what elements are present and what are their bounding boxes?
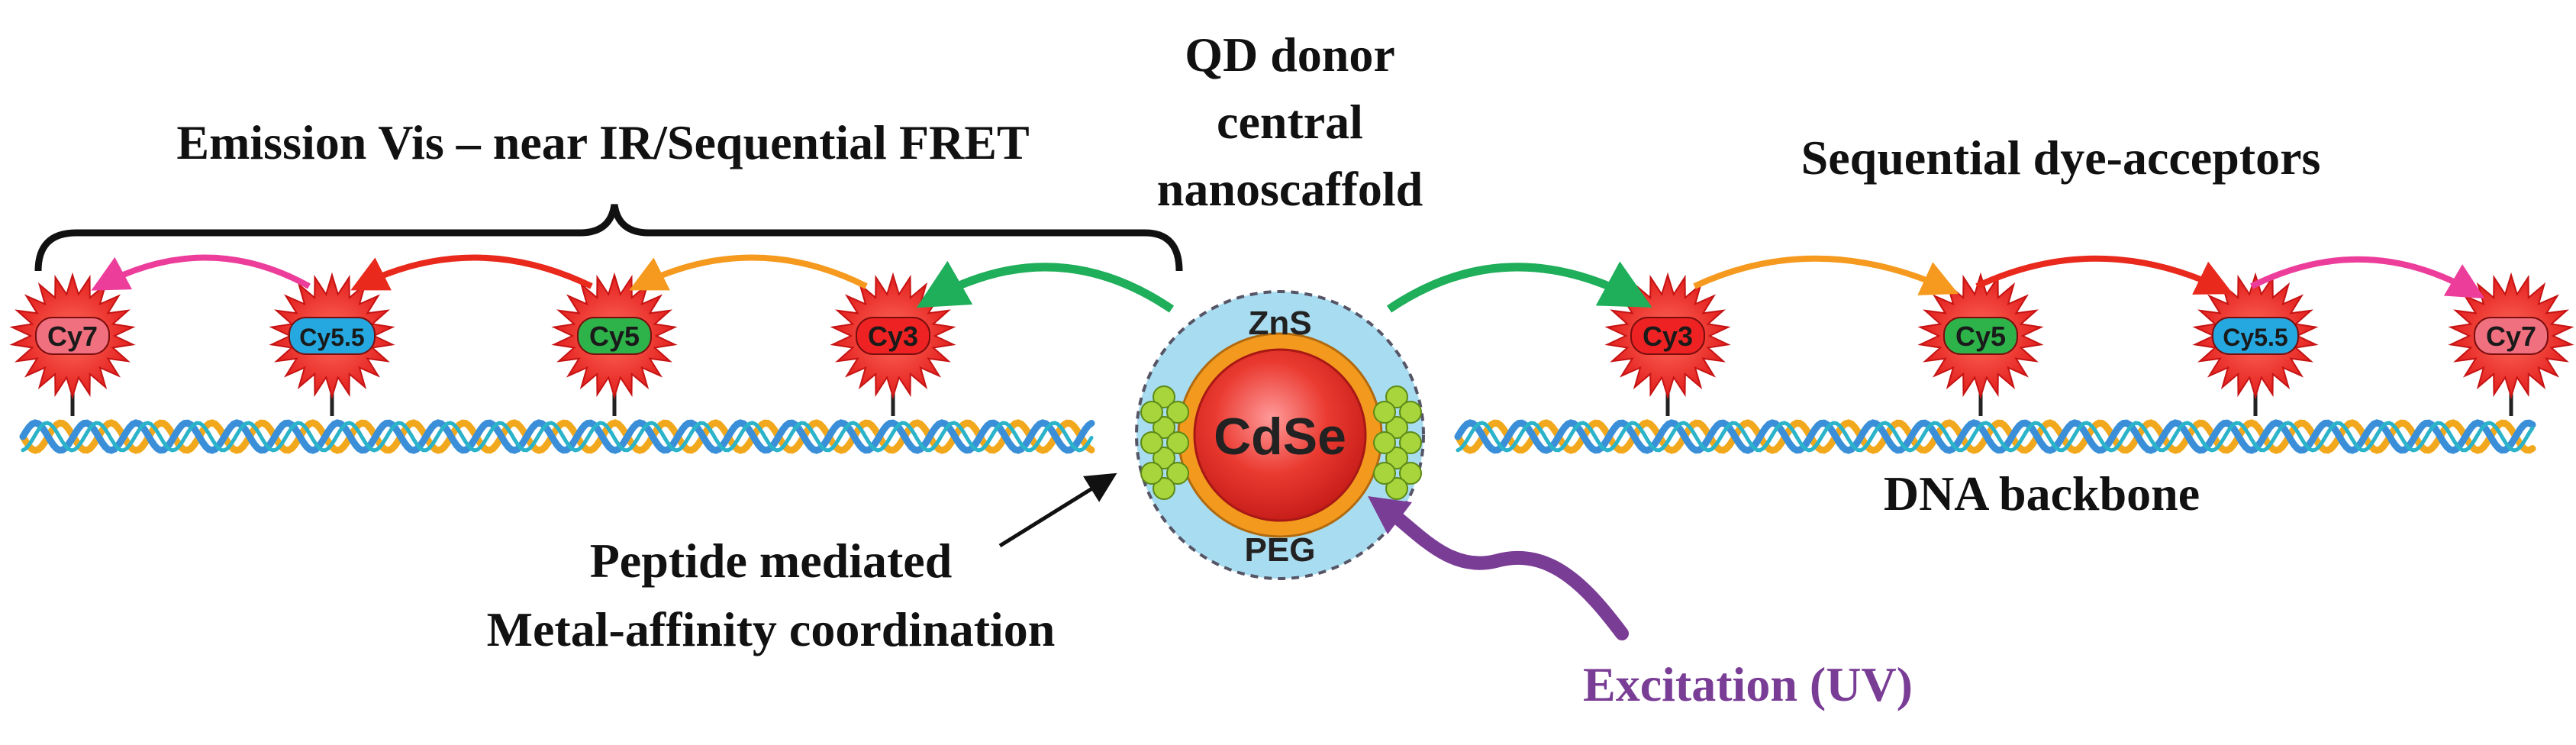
dye-label: Cy7 bbox=[2486, 321, 2536, 352]
excitation-arrowhead bbox=[1368, 496, 1412, 534]
fret-arrow-cy55-to-cy7-left bbox=[91, 254, 311, 291]
peptide-bead bbox=[1166, 401, 1189, 424]
qd-title-line-3: nanoscaffold bbox=[1156, 162, 1423, 216]
peptide-bead bbox=[1153, 447, 1175, 469]
dye-right-cy7: Cy7 bbox=[2448, 272, 2574, 416]
quantum-dot: CdSe ZnS PEG bbox=[1135, 290, 1425, 580]
peptide-bead bbox=[1385, 385, 1408, 408]
qd-title-line-2: central bbox=[1217, 95, 1363, 149]
peptide-pointer-arrow bbox=[998, 472, 1117, 548]
excitation-label: Excitation (UV) bbox=[1583, 657, 1913, 711]
qd-title-line-1: QD donor bbox=[1185, 27, 1395, 82]
dye-left-cy5: Cy5 bbox=[551, 272, 678, 416]
peptide-bead bbox=[1399, 462, 1422, 485]
peptide-bead bbox=[1399, 401, 1422, 424]
peptide-bead bbox=[1153, 385, 1175, 408]
peptide-label: Peptide mediated Metal-affinity coordina… bbox=[397, 527, 1145, 664]
dye-pill bbox=[35, 317, 110, 355]
peptide-bead bbox=[1166, 431, 1189, 454]
peptide-bead bbox=[1140, 431, 1163, 454]
peptide-bead bbox=[1385, 416, 1408, 439]
peptide-bead bbox=[1373, 401, 1396, 424]
qd-donor-title: QD donor central nanoscaffold bbox=[1099, 21, 1481, 223]
peptide-bead bbox=[1399, 431, 1422, 454]
dye-label: Cy3 bbox=[1643, 321, 1693, 352]
dye-pill bbox=[1943, 317, 2018, 355]
peptide-line-2: Metal-affinity coordination bbox=[486, 602, 1056, 656]
emission-bracket bbox=[34, 204, 1183, 272]
dna-backbone-label: DNA backbone bbox=[1883, 466, 2200, 521]
dye-label: Cy7 bbox=[47, 321, 98, 352]
fret-arrow-cy5-to-cy55-right bbox=[1975, 255, 2233, 295]
peptide-bead bbox=[1140, 401, 1163, 424]
peptide-line-1: Peptide mediated bbox=[589, 534, 953, 588]
peptide-bead bbox=[1385, 447, 1408, 469]
dna-strand bbox=[1456, 421, 2535, 453]
dye-pill bbox=[2474, 317, 2549, 355]
dye-left-cy55: Cy5.5 bbox=[269, 272, 395, 416]
dna-strand bbox=[19, 419, 1095, 454]
emission-title: Emission Vis – near IR/Sequential FRET bbox=[176, 115, 1030, 169]
dye-label: Cy5.5 bbox=[299, 324, 364, 351]
qd-core-label: CdSe bbox=[1214, 408, 1346, 466]
dye-label: Cy5.5 bbox=[2223, 324, 2287, 351]
dye-right-cy55: Cy5.5 bbox=[2192, 272, 2319, 416]
dye-pill bbox=[577, 317, 652, 355]
peptide-bead bbox=[1140, 462, 1163, 485]
fret-arrow-cy3-to-cy5-right bbox=[1693, 255, 1959, 295]
qd-shell-label: ZnS bbox=[1248, 305, 1311, 342]
fret-arrow-cy55-to-cy7-right bbox=[2250, 256, 2485, 299]
dye-right-cy5: Cy5 bbox=[1917, 272, 2044, 416]
dye-pill bbox=[2212, 317, 2299, 355]
fret-arrow-cy5-to-cy55-left bbox=[350, 254, 593, 291]
dye-pill bbox=[1630, 317, 1705, 355]
dye-acceptors-left: Cy7 Cy5.5 Cy5 Cy3 bbox=[9, 272, 956, 416]
acceptors-title: Sequential dye-acceptors bbox=[1801, 131, 2321, 185]
excitation-arrow bbox=[1381, 503, 1629, 640]
peptide-clusters bbox=[1140, 385, 1422, 500]
fret-arrow-cy3-to-cy5-left bbox=[629, 254, 868, 291]
dye-acceptors-right: Cy3 Cy5 Cy5.5 Cy7 bbox=[1604, 272, 2574, 416]
dye-label: Cy3 bbox=[868, 321, 918, 352]
dye-pill bbox=[289, 317, 376, 355]
dye-left-cy7: Cy7 bbox=[9, 272, 136, 416]
peptide-bead bbox=[1166, 462, 1189, 485]
peptide-bead bbox=[1153, 477, 1175, 500]
dna-backbone-right bbox=[1454, 419, 2536, 454]
peptide-bead bbox=[1153, 416, 1175, 439]
dye-label: Cy5 bbox=[1955, 321, 2006, 352]
dye-label: Cy5 bbox=[589, 321, 640, 352]
dna-backbone-left bbox=[19, 419, 1095, 454]
fret-arrow-qd-to-cy3-left bbox=[916, 260, 1175, 313]
peptide-bead bbox=[1373, 462, 1396, 485]
cdse-core bbox=[1193, 348, 1367, 522]
peptide-bead bbox=[1385, 477, 1408, 500]
qd-coating-label: PEG bbox=[1245, 531, 1316, 569]
dna-strand bbox=[21, 421, 1094, 453]
dye-pill bbox=[856, 317, 930, 355]
peptide-bead bbox=[1373, 431, 1396, 454]
fret-arrow-qd-to-cy3-right bbox=[1386, 261, 1652, 313]
dna-strand bbox=[1454, 419, 2536, 454]
dna-strand bbox=[1454, 419, 2536, 454]
